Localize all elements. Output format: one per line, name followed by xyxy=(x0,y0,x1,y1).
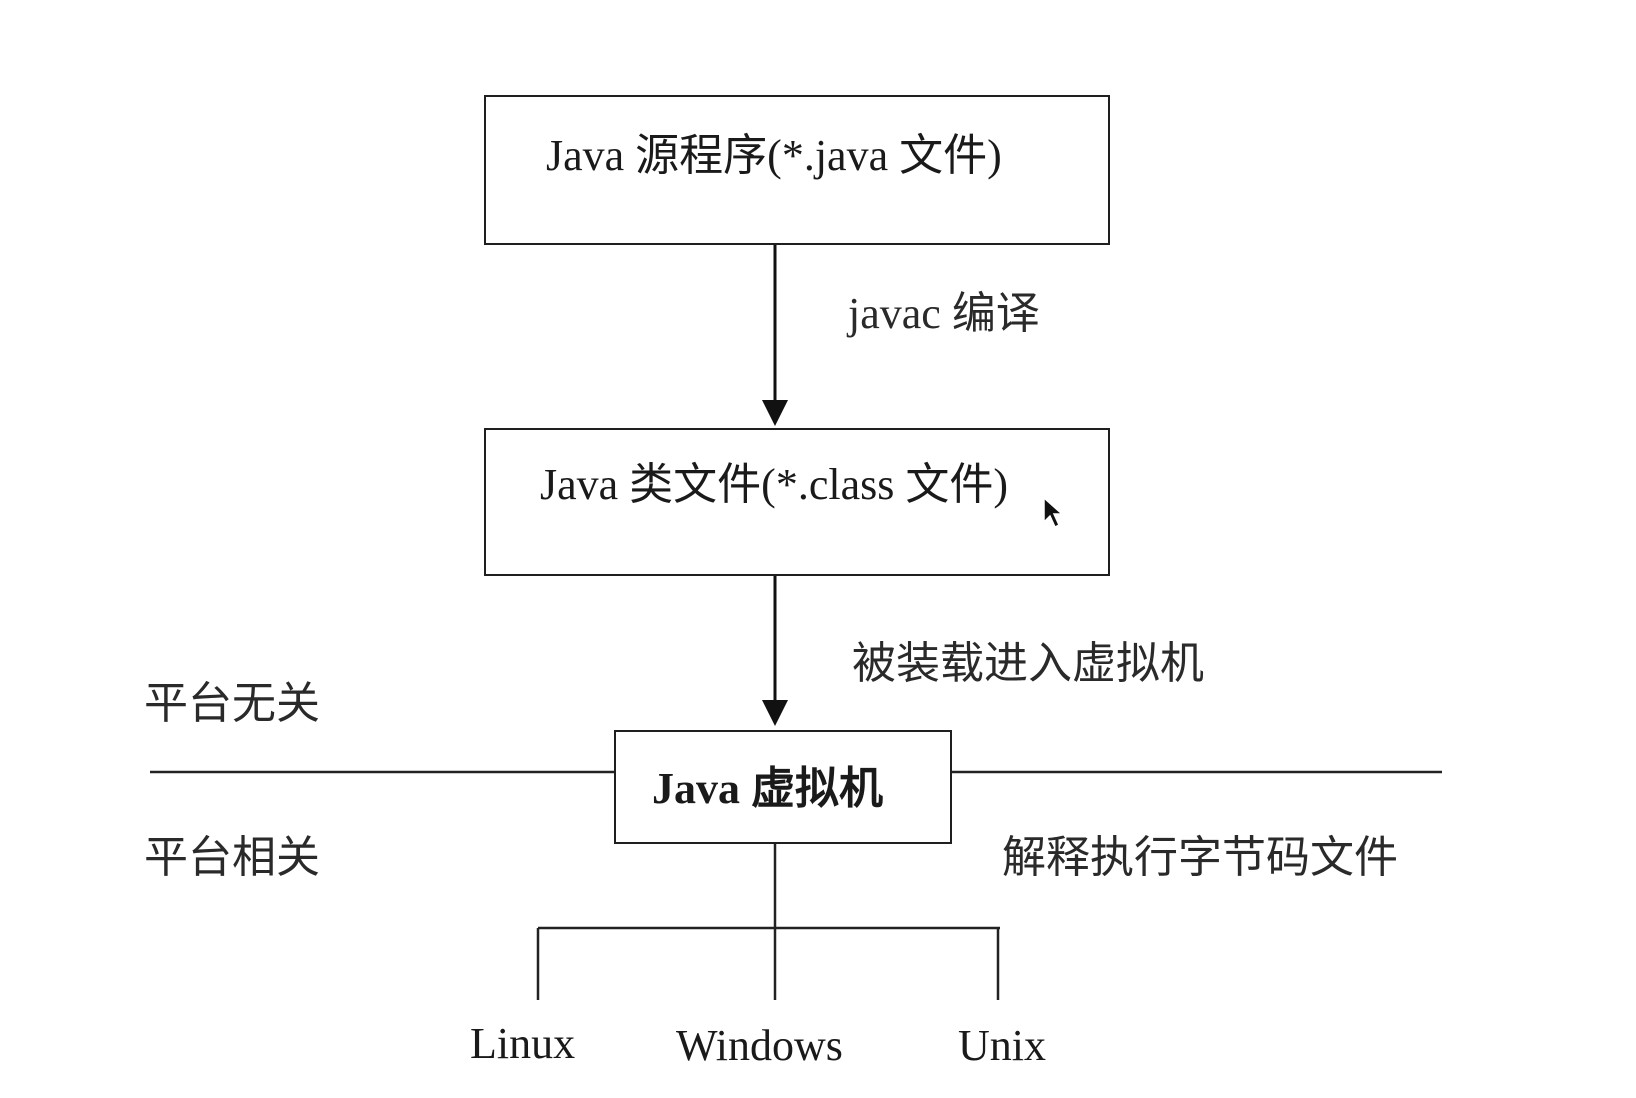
compile-label: javac 编译 xyxy=(848,289,1040,338)
compile-arrowhead xyxy=(762,400,788,426)
interpret-label: 解释执行字节码文件 xyxy=(1002,833,1398,882)
platform-linux: Linux xyxy=(470,1019,576,1068)
platform-windows: Windows xyxy=(676,1021,843,1070)
source-label: Java 源程序(*.java 文件) xyxy=(546,131,1002,180)
classfile-box: Java 类文件(*.class 文件) xyxy=(484,428,1110,576)
mouse-cursor-icon xyxy=(1043,496,1064,529)
platform-independent-label: 平台无关 xyxy=(144,679,320,728)
load-label: 被装载进入虚拟机 xyxy=(852,639,1204,688)
platform-unix: Unix xyxy=(958,1021,1046,1070)
platform-dependent-label: 平台相关 xyxy=(144,833,320,882)
jvm-label: Java 虚拟机 xyxy=(652,764,883,813)
source-box: Java 源程序(*.java 文件) xyxy=(484,95,1110,245)
classfile-label: Java 类文件(*.class 文件) xyxy=(540,460,1009,509)
load-arrowhead xyxy=(762,700,788,726)
jvm-box: Java 虚拟机 xyxy=(614,730,952,844)
